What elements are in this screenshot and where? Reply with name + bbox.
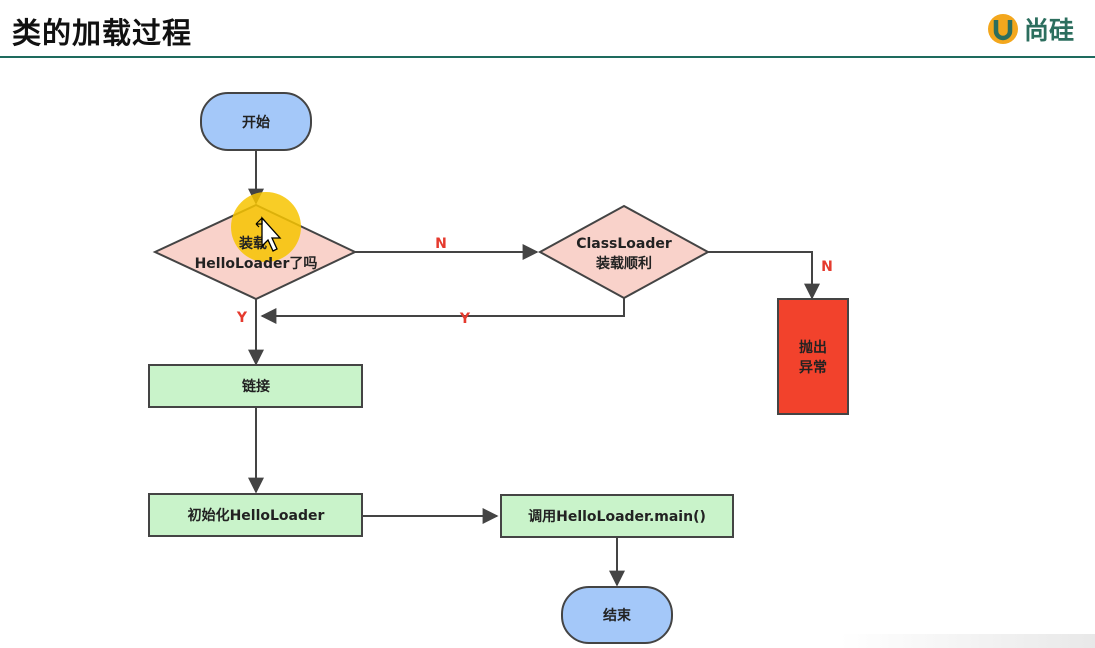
end-label: 结束 <box>603 607 632 624</box>
exception-label-1: 抛出 <box>799 339 827 356</box>
call-main-node <box>500 494 734 538</box>
check-loaded-label-2: HelloLoader了吗 <box>195 256 318 272</box>
link-node <box>148 364 363 408</box>
exception-label-2: 异常 <box>799 359 827 376</box>
header-divider <box>0 56 1095 58</box>
u-logo-icon <box>988 14 1018 44</box>
call-main-label: 调用HelloLoader.main() <box>528 509 706 525</box>
move-cursor-icon <box>255 216 282 252</box>
brand-logo: 尚硅 <box>986 12 1074 46</box>
edge-label-n-classloader: N <box>435 236 447 252</box>
classloader-decision <box>537 204 711 300</box>
brand-text: 尚硅 <box>1024 16 1075 45</box>
init-label: 初始化HelloLoader <box>188 507 325 524</box>
footer-faint-text <box>840 634 1095 648</box>
edge-label-y-back: Y <box>459 311 471 327</box>
init-node <box>148 493 363 537</box>
edge-label-n-exception: N <box>821 259 833 275</box>
start-node <box>200 92 312 151</box>
classloader-label-1: ClassLoader <box>576 236 672 252</box>
exception-node <box>777 298 849 415</box>
classloader-label-2: 装载顺利 <box>595 255 652 272</box>
edge-classloader-to-exception <box>708 251 820 300</box>
header: 类的加载过程 尚硅 <box>0 0 1095 56</box>
edge-label-y-link: Y <box>236 310 248 326</box>
link-label: 链接 <box>242 378 270 395</box>
edge-classloader-yes-back <box>260 298 625 324</box>
check-loaded-label-1: 装载 <box>238 235 267 252</box>
start-label: 开始 <box>242 114 270 131</box>
page-title: 类的加载过程 <box>12 16 193 50</box>
end-node <box>561 586 673 644</box>
